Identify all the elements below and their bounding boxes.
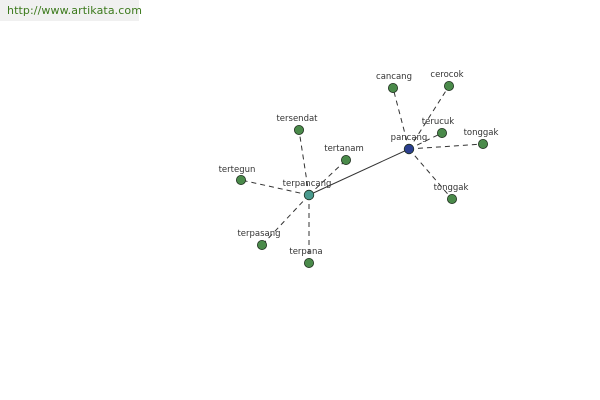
site-url-link[interactable]: http://www.artikata.com	[7, 4, 143, 17]
node-tersendat-dot[interactable]	[293, 125, 304, 136]
node-terpancang[interactable]: terpancang	[283, 179, 332, 201]
node-tertegun-label[interactable]: tertegun	[219, 165, 256, 175]
edge-terpancang-terpasang	[261, 194, 310, 246]
edge-pancang-tonggak2	[408, 148, 453, 200]
node-tonggak1-dot[interactable]	[477, 138, 488, 149]
node-terpancang-label[interactable]: terpancang	[283, 179, 332, 189]
edge-terpancang-tertegun	[240, 179, 310, 196]
graph-nodes: pancang terpancang cancang cerocok terucuk to…	[219, 70, 499, 268]
node-tertanam[interactable]: tertanam	[324, 144, 364, 165]
node-cancang-dot[interactable]	[387, 83, 398, 94]
edge-terpancang-tersendat	[298, 129, 310, 196]
node-cerocok-dot[interactable]	[443, 81, 454, 92]
node-terpana[interactable]: terpana	[289, 247, 323, 268]
node-tertegun-dot[interactable]	[235, 174, 246, 185]
node-terpana-dot[interactable]	[303, 257, 314, 268]
node-tertegun[interactable]: tertegun	[219, 165, 256, 185]
node-tersendat[interactable]: tersendat	[276, 114, 318, 136]
node-tertanam-label[interactable]: tertanam	[324, 144, 363, 154]
node-terpasang[interactable]: terpasang	[237, 229, 281, 250]
edge-pancang-cancang	[392, 87, 410, 150]
edge-terpancang-tertanam	[308, 159, 347, 196]
node-tersendat-label[interactable]: tersendat	[276, 114, 318, 124]
node-cerocok[interactable]: cerocok	[430, 70, 464, 92]
node-cancang-label[interactable]: cancang	[376, 72, 412, 82]
node-terucuk-label[interactable]: terucuk	[422, 117, 455, 127]
node-tonggak1-label[interactable]: tonggak	[464, 128, 499, 138]
edge-pancang-terpancang	[308, 148, 410, 196]
node-pancang[interactable]: pancang	[391, 133, 428, 155]
node-cancang[interactable]: cancang	[376, 72, 412, 94]
node-terpasang-dot[interactable]	[256, 239, 267, 250]
site-header-bar: http://www.artikata.com	[0, 0, 143, 21]
node-terpancang-dot[interactable]	[303, 189, 315, 201]
node-pancang-dot[interactable]	[403, 143, 415, 155]
edge-pancang-cerocok	[408, 85, 450, 150]
graph-edges	[240, 85, 484, 263]
edge-pancang-tonggak1	[408, 143, 484, 150]
node-tonggak1[interactable]: tonggak	[464, 128, 499, 149]
node-tonggak2-label[interactable]: tonggak	[434, 183, 469, 193]
node-tonggak2[interactable]: tonggak	[434, 183, 469, 204]
node-pancang-label[interactable]: pancang	[391, 133, 428, 143]
node-tertanam-dot[interactable]	[340, 154, 351, 165]
node-cerocok-label[interactable]: cerocok	[430, 70, 463, 80]
node-tonggak2-dot[interactable]	[446, 193, 457, 204]
node-terpana-label[interactable]: terpana	[289, 247, 322, 257]
node-terucuk-dot[interactable]	[436, 127, 447, 138]
node-terucuk[interactable]: terucuk	[422, 117, 455, 138]
edge-pancang-terucuk	[408, 132, 443, 150]
node-terpasang-label[interactable]: terpasang	[237, 229, 280, 239]
